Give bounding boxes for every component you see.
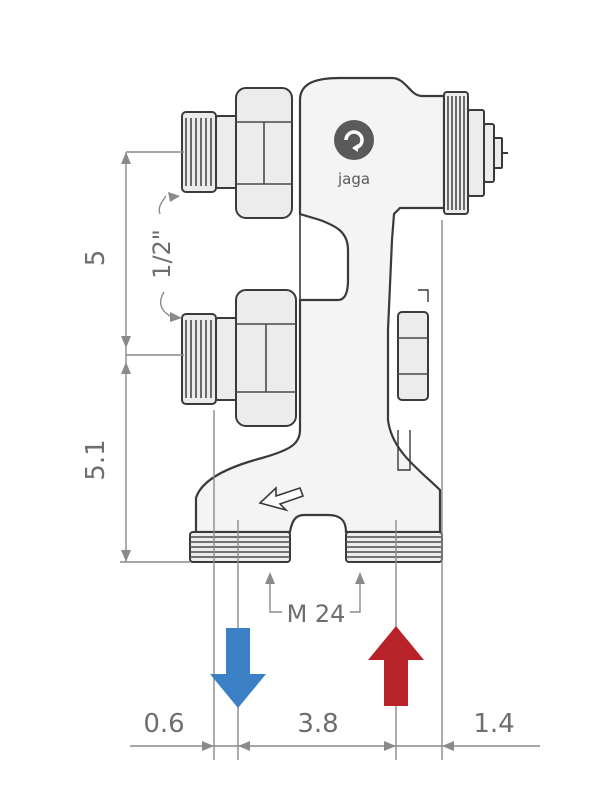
body-slot bbox=[397, 430, 411, 471]
half-inch-label: 1/2" bbox=[148, 229, 176, 279]
m24-label: M 24 bbox=[287, 600, 346, 628]
center-spacing-dimension: 3.8 bbox=[297, 709, 338, 739]
jaga-logo bbox=[334, 120, 374, 160]
right-m24-thread bbox=[345, 531, 443, 563]
right-nut bbox=[397, 311, 429, 401]
right-offset-dimension: 1.4 bbox=[473, 709, 514, 739]
m24-leaders bbox=[265, 572, 365, 613]
horizontal-dimension-line bbox=[130, 741, 540, 751]
vertical-dimension-lines bbox=[120, 151, 190, 563]
lower-connector bbox=[181, 289, 297, 427]
flow-direction-arrow bbox=[258, 486, 305, 512]
valve-body bbox=[194, 76, 446, 534]
upper-spacing-dimension: 5 bbox=[81, 250, 111, 267]
thermostatic-insert bbox=[443, 91, 508, 215]
lower-spacing-dimension: 5.1 bbox=[81, 439, 111, 480]
left-offset-dimension: 0.6 bbox=[143, 709, 184, 739]
brand-name: jaga bbox=[337, 170, 370, 188]
half-inch-leaders bbox=[158, 192, 182, 322]
body-small-notch bbox=[418, 289, 429, 302]
return-flow-arrow bbox=[210, 628, 266, 708]
supply-flow-arrow bbox=[368, 626, 424, 706]
left-m24-thread bbox=[189, 531, 291, 563]
upper-connector bbox=[181, 87, 293, 219]
